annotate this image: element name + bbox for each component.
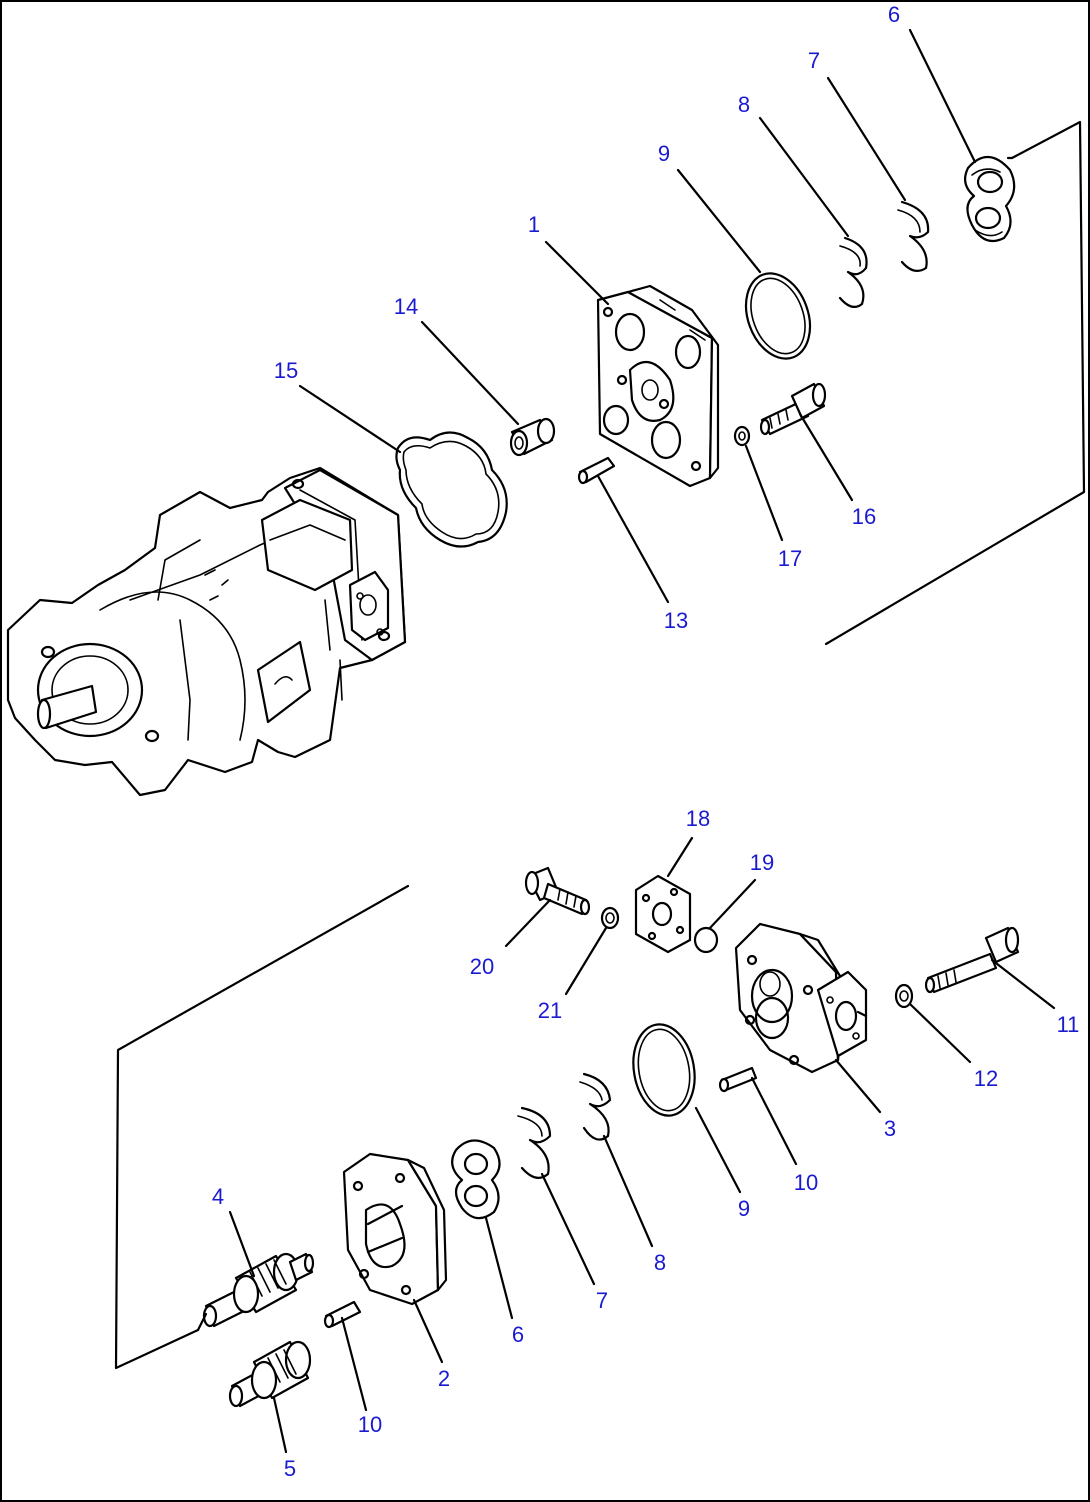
gasket-15	[395, 431, 508, 548]
backup-ring-8-top	[838, 236, 868, 309]
o-ring-9-top	[744, 272, 812, 360]
o-ring-9-bottom	[632, 1023, 696, 1117]
callout-17: 17	[778, 546, 802, 571]
callout-11: 11	[1057, 1012, 1080, 1037]
washer-17	[733, 425, 751, 447]
pin-10-left	[323, 1300, 362, 1329]
callout-20: 20	[470, 954, 494, 979]
pin-10-right	[718, 1066, 758, 1093]
callout-9-bottom: 9	[738, 1196, 750, 1221]
bushing-14	[509, 417, 556, 457]
backup-ring-8-bottom	[579, 1072, 612, 1141]
callout-9-top: 9	[658, 141, 670, 166]
gear-shaft-5	[228, 1340, 312, 1408]
gear-case-2	[342, 1152, 448, 1306]
callout-6-top: 6	[888, 2, 900, 27]
seal-7-top	[897, 200, 930, 273]
flange-18	[634, 874, 692, 954]
plate-6-bottom	[451, 1139, 501, 1220]
callout-19: 19	[750, 850, 774, 875]
callout-18: 18	[686, 806, 710, 831]
bottom-group-frame	[114, 884, 410, 1370]
cover-plate-1	[596, 284, 720, 488]
callout-10-left: 10	[358, 1412, 382, 1437]
callout-13: 13	[664, 608, 688, 633]
gear-shaft-4	[202, 1252, 315, 1328]
callout-2: 2	[438, 1366, 450, 1391]
bolt-11	[924, 926, 1020, 994]
callout-21: 21	[538, 998, 562, 1023]
seal-7-bottom	[517, 1106, 552, 1179]
front-cover-3	[734, 922, 868, 1074]
callout-5: 5	[284, 1456, 296, 1481]
bolt-16	[759, 382, 827, 436]
pin-13	[577, 456, 616, 485]
callout-12: 12	[974, 1066, 998, 1091]
callout-labels: 6 7 8 9 1 14 15 16 17 13 18 19 20 21 11 …	[212, 2, 1080, 1481]
callout-15: 15	[274, 358, 298, 383]
callout-16: 16	[852, 504, 876, 529]
o-ring-19	[693, 926, 719, 954]
callout-8-bottom: 8	[654, 1250, 666, 1275]
bolt-20	[524, 866, 591, 916]
callout-6-bottom: 6	[512, 1322, 524, 1347]
washer-12	[894, 983, 914, 1009]
pump-body	[6, 466, 407, 797]
callout-4: 4	[212, 1184, 224, 1209]
callout-7-bottom: 7	[596, 1288, 608, 1313]
leader-lines	[196, 28, 1056, 1454]
callout-3: 3	[884, 1116, 896, 1141]
top-group-frame	[824, 120, 1086, 646]
callout-10-right: 10	[794, 1170, 818, 1195]
callout-1: 1	[528, 212, 540, 237]
washer-21	[600, 906, 620, 930]
plate-6-top	[963, 155, 1016, 243]
callout-8-top: 8	[738, 92, 750, 117]
callout-7-top: 7	[808, 48, 820, 73]
callout-14: 14	[394, 294, 418, 319]
